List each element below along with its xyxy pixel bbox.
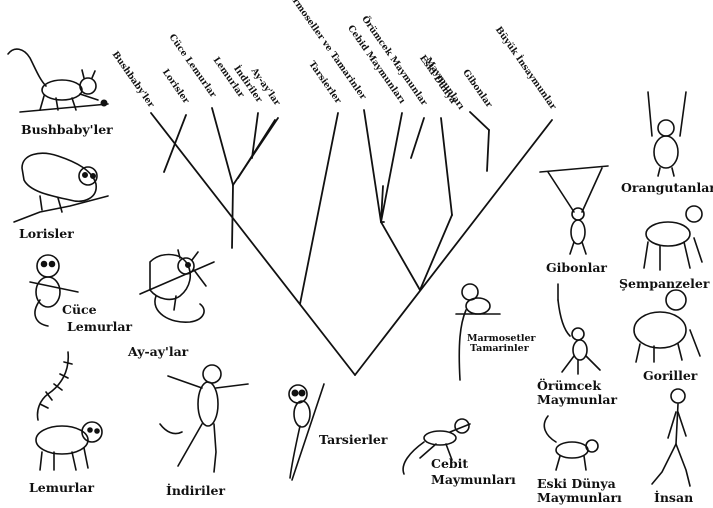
label-lemurlar: Lemurlar [29,480,94,495]
branch-eski-dunya [441,118,452,215]
indri-illustration [160,365,248,472]
label-tamarin: Tamarinler [470,343,530,354]
label-orangutanlar: Orangutanlar [621,180,713,195]
label-cebit: Cebit [431,456,468,471]
branch-cebid [381,113,402,222]
label-ayay: Ay-ay'lar [127,344,189,359]
label-tarsierler: Tarsierler [319,432,388,447]
label-eski-dunya: Eski Dünya [537,476,616,491]
label-buyuk-top: Büyük İnsaymunlar [493,23,560,112]
branch-lorisler [164,115,186,172]
ring-tailed-lemur-illustration [36,352,102,470]
branch-marmoset [364,110,381,222]
human-illustration [652,389,690,486]
marmoset-illustration [456,284,500,380]
label-gibonlar-top: Gibonlar [460,68,494,110]
label-insan: İnsan [654,490,693,505]
bushbaby-illustration [8,49,108,112]
label-bushbaby: Bushbaby'ler [21,122,113,137]
label-cuce-lemurlar: Lemurlar [67,319,132,334]
old-world-monkey-illustration [544,416,598,470]
branch-hominoid [487,130,489,171]
branch-orumcek [411,118,424,158]
branch-gibon [470,112,489,130]
aye-aye-illustration [140,250,214,322]
label-eski-dunya-top-2: Maymunları [423,56,467,112]
label-goriller: Goriller [643,368,698,383]
label-cuce: Cüce [62,302,97,317]
label-eski-maymunlari: Maymunları [537,490,622,505]
label-indiriler: İndiriler [166,483,225,498]
label-bushbaby-top: Bushbaby'ler [110,50,156,110]
branch-platyrrhine-join [381,222,420,290]
branch-strepsirrhine-node [232,185,233,248]
branch-labels: Bushbaby'ler Lorisler Cüce Lemurlar Lemu… [110,0,561,112]
branch-tarsierler [300,113,338,304]
label-sempanzeler: Şempanzeler [619,276,710,291]
branch-catarrhine-stem [420,215,452,290]
gorilla-illustration [634,290,700,362]
branch-lemurlar [212,108,233,185]
gibbon-illustration [540,166,608,254]
label-lorisler-top: Lorisler [160,68,191,106]
label-gibonlar: Gibonlar [546,260,607,275]
label-orumcek-maymunlar: Maymunlar [537,392,617,407]
label-cebit-maymunlari: Maymunları [431,472,516,487]
label-lorisler: Lorisler [19,226,74,241]
spider-monkey-illustration [558,284,600,374]
loris-illustration [14,153,108,222]
label-orumcek: Örümcek [537,377,601,393]
animal-labels: Bushbaby'ler Lorisler Cüce Lemurlar Ay-a… [19,122,713,505]
chimpanzee-illustration [644,206,702,270]
orangutan-illustration [648,92,686,176]
